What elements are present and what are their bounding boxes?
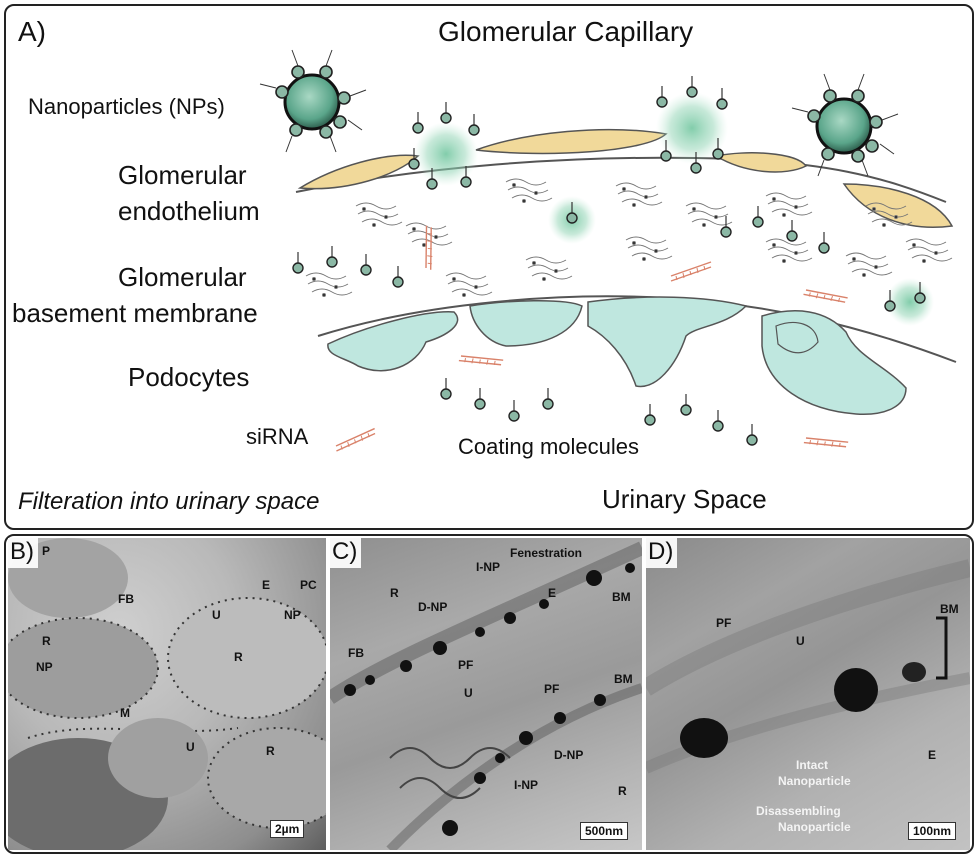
podocytes-label: Podocytes xyxy=(128,362,250,392)
panel-c-texture xyxy=(330,541,642,850)
d-marker-e: E xyxy=(928,748,937,762)
b-marker-np-left: NP xyxy=(36,660,53,674)
coating-molecules-label: Coating molecules xyxy=(458,434,639,459)
d-label-intact-line2: Nanoparticle xyxy=(778,774,851,788)
b-marker-r-left: R xyxy=(42,634,51,648)
b-marker-m: M xyxy=(120,706,130,720)
c-marker-bm-top: BM xyxy=(612,590,631,604)
c-marker-e: E xyxy=(548,586,557,600)
d-marker-bm: BM xyxy=(940,602,959,616)
panel-a-label: A) xyxy=(18,16,46,47)
urinary-space-label: Urinary Space xyxy=(602,484,767,514)
d-label-disassembling-line2: Nanoparticle xyxy=(778,820,851,834)
panel-a-title: Glomerular Capillary xyxy=(438,16,694,47)
c-marker-r-top: R xyxy=(390,586,399,600)
d-marker-u: U xyxy=(796,634,805,648)
b-marker-fb: FB xyxy=(118,592,134,606)
d-label-intact-line1: Intact xyxy=(796,758,829,772)
gbm-label-line2: basement membrane xyxy=(12,298,258,328)
d-scale-bar: 100nm xyxy=(908,822,957,840)
panel-a-schematic: A) Glomerular Capillary Nanoparticles (N… xyxy=(4,4,974,530)
panel-b-micrograph: P FB E PC NP U R R NP M U R 2µm xyxy=(8,538,326,850)
nanoparticle-icon xyxy=(259,49,367,153)
c-marker-dnp-bottom: D-NP xyxy=(554,748,584,762)
sirna-label: siRNA xyxy=(246,424,309,449)
c-marker-r-bottom: R xyxy=(618,784,627,798)
d-marker-pf: PF xyxy=(716,616,732,630)
panel-d-texture xyxy=(646,559,970,774)
panel-c-label: C) xyxy=(330,538,362,568)
c-marker-pf-1: PF xyxy=(458,658,474,672)
b-marker-r-mid: R xyxy=(234,650,243,664)
d-label-disassembling-line1: Disassembling xyxy=(756,804,841,818)
c-scale-bar: 500nm xyxy=(580,822,629,840)
c-marker-fenestration: Fenestration xyxy=(510,546,583,560)
panel-c-micrograph: R Fenestration I-NP D-NP E BM FB PF U PF… xyxy=(330,538,642,850)
endothelium-label-line1: Glomerular xyxy=(118,160,247,190)
glomerulus-schematic-illustration xyxy=(259,49,957,461)
c-marker-bm-mid: BM xyxy=(614,672,633,686)
gbm-label-line1: Glomerular xyxy=(118,262,247,292)
b-marker-r-bottom: R xyxy=(266,744,275,758)
c-marker-fb: FB xyxy=(348,646,364,660)
b-scale-bar: 2µm xyxy=(270,820,305,838)
b-marker-np-top: NP xyxy=(284,608,301,622)
panel-b-label: B) xyxy=(8,538,38,568)
b-marker-p: P xyxy=(42,544,51,558)
c-marker-u: U xyxy=(464,686,473,700)
panel-d-micrograph: PF U BM E Intact Nanoparticle Disassembl… xyxy=(646,538,970,850)
endothelium-label-line2: endothelium xyxy=(118,196,260,226)
nanoparticle-icon xyxy=(791,73,899,177)
b-marker-pc: PC xyxy=(300,578,317,592)
b-marker-e: E xyxy=(262,578,271,592)
c-marker-dnp-top: D-NP xyxy=(418,600,448,614)
c-marker-pf-2: PF xyxy=(544,682,560,696)
c-marker-inp-top: I-NP xyxy=(476,560,500,574)
nanoparticles-label: Nanoparticles (NPs) xyxy=(28,94,225,119)
panel-b-texture xyxy=(8,538,326,850)
filtration-label: Filteration into urinary space xyxy=(18,488,320,515)
b-marker-u-top: U xyxy=(212,608,221,622)
c-marker-inp-bottom: I-NP xyxy=(514,778,538,792)
b-marker-u-bottom: U xyxy=(186,740,195,754)
panel-d-label: D) xyxy=(646,538,678,568)
